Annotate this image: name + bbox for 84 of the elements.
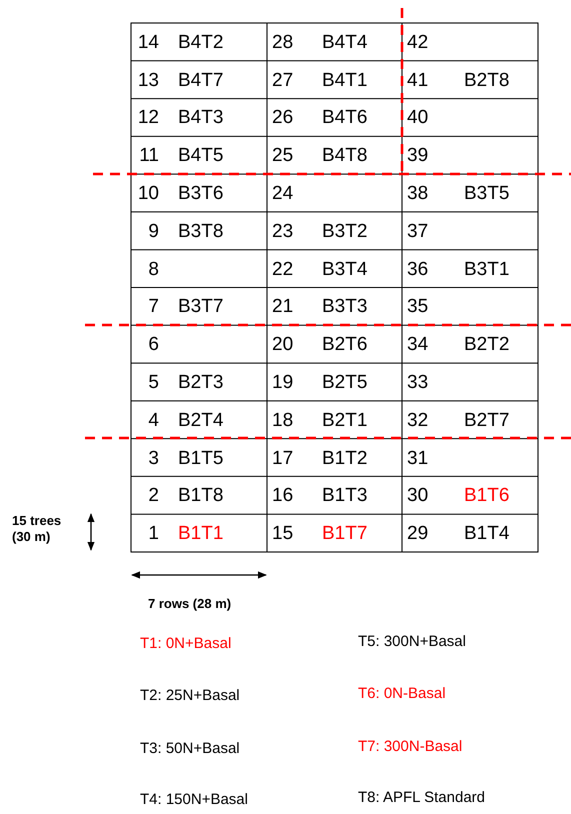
treatment-key-text: T4: 150N+Basal [140,792,248,807]
treatment-code: B2T3 [178,372,224,392]
plot-number: 21 [272,297,294,316]
plot-number: 26 [272,108,294,128]
treatment-key-text: T1: 0N+Basal [140,636,232,651]
treatment-code: B4T5 [178,146,224,166]
plot-number: 40 [407,108,428,128]
treatment-code: B2T8 [464,70,510,90]
plot-number: 16 [272,486,294,506]
treatment-code: B3T5 [464,184,510,204]
treatment-code: B2T5 [322,372,368,392]
plot-number: 41 [407,70,428,90]
plot-number: 7 [147,297,159,316]
treatment-code: B2T2 [464,335,510,354]
plot-number: 31 [407,448,428,468]
treatment-code: B3T1 [464,260,510,279]
treatment-key-text: T3: 50N+Basal [140,741,240,756]
treatment-code: B3T7 [178,297,224,316]
treatment-key-text: T6: 0N-Basal [358,686,446,701]
plot-number: 1 [147,524,159,544]
treatment-code: B3T3 [322,297,368,316]
treatment-code: B1T7 [322,524,368,544]
dimension-label: 15 trees (30 m) [12,513,62,546]
treatment-code: B1T5 [178,448,224,468]
plot-number: 35 [407,297,428,316]
plot-number: 8 [147,260,159,279]
treatment-code: B3T8 [178,222,224,241]
plot-number: 22 [272,260,294,279]
plot-number: 24 [272,184,294,204]
treatment-code: B3T2 [322,222,368,241]
treatment-key-text: T2: 25N+Basal [140,688,240,703]
plot-number: 6 [147,335,159,354]
plot-number: 33 [407,372,428,392]
plot-number: 28 [272,32,294,52]
treatment-code: B4T7 [178,70,224,90]
plot-number: 18 [272,410,294,430]
plot-number: 20 [272,335,294,354]
plot-number: 13 [136,70,159,90]
treatment-code: B4T8 [322,146,368,166]
plot-number: 32 [407,410,428,430]
treatment-code: B3T6 [178,184,224,204]
dimension-label: 7 rows (28 m) [148,597,232,610]
treatment-code: B1T3 [322,486,368,506]
plot-number: 17 [272,448,294,468]
plot-number: 5 [147,372,159,392]
plot-number: 19 [272,372,294,392]
plot-number: 37 [407,222,428,241]
treatment-code: B2T7 [464,410,510,430]
treatment-code: B1T4 [464,524,510,544]
plot-number: 30 [407,486,428,506]
treatment-key-text: T7: 300N-Basal [358,739,462,754]
plot-number: 12 [136,108,159,128]
treatment-code: B3T4 [322,260,368,279]
plot-number: 15 [272,524,294,544]
plot-number: 42 [407,32,428,52]
plot-number: 27 [272,70,294,90]
plot-number: 2 [147,486,159,506]
treatment-code: B4T4 [322,32,368,52]
treatment-code: B1T8 [178,486,224,506]
plot-number: 29 [407,524,428,544]
plot-number: 11 [138,146,159,166]
treatment-key-text: T5: 300N+Basal [358,634,466,649]
plot-number: 23 [272,222,294,241]
plot-number: 38 [407,184,428,204]
treatment-code: B4T1 [322,70,368,90]
plot-number: 36 [407,260,428,279]
treatment-code: B2T1 [322,410,368,430]
treatment-code: B4T3 [178,108,224,128]
treatment-code: B2T4 [178,410,224,430]
treatment-key-text: T8: APFL Standard [358,790,486,805]
treatment-code: B1T6 [464,486,510,506]
treatment-code: B4T2 [178,32,224,52]
treatment-code: B1T2 [322,448,368,468]
plot-number: 9 [147,222,159,241]
plot-number: 10 [136,184,159,204]
plot-number: 3 [147,448,159,468]
treatment-code: B2T6 [322,335,368,354]
treatment-code: B4T6 [322,108,368,128]
plot-number: 34 [407,335,428,354]
treatment-code: B1T1 [178,524,224,544]
plot-number: 14 [136,32,159,52]
plot-number: 25 [272,146,294,166]
plot-number: 4 [147,410,159,430]
plot-number: 39 [407,146,428,166]
